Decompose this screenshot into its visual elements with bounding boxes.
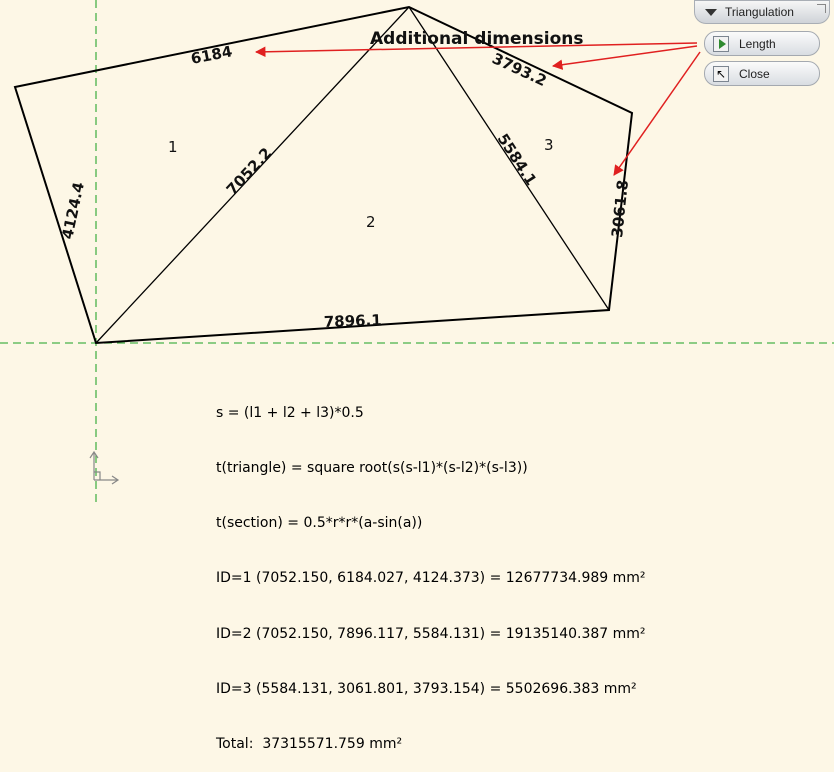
dimension-label: 6184 xyxy=(189,42,233,68)
dimension-label: 3061.8 xyxy=(608,179,632,238)
triangle-id-label: 2 xyxy=(366,213,376,231)
info-line: ID=1 (7052.150, 6184.027, 4124.373) = 12… xyxy=(216,570,646,587)
dimension-label: 7052.2 xyxy=(223,144,276,199)
info-line: s = (l1 + l2 + l3)*0.5 xyxy=(216,404,364,421)
dimension-label: 5584.1 xyxy=(494,130,541,188)
diagonal-1-4[interactable] xyxy=(408,6,610,311)
arrow xyxy=(551,45,698,70)
diagonal-1-3[interactable] xyxy=(95,6,410,344)
close-button-label: Close xyxy=(739,66,770,81)
drawing-canvas[interactable]: 6184 3793.2 7052.2 5584.1 4124.4 3061.8 … xyxy=(0,0,834,506)
panel-title: Triangulation xyxy=(725,5,794,19)
arrow xyxy=(613,51,701,176)
dimension-label: 7896.1 xyxy=(324,311,382,331)
pointer-icon: ↖ xyxy=(713,65,729,82)
triangle-id-label: 3 xyxy=(544,136,554,154)
info-line: t(triangle) = square root(s(s-l1)*(s-l2)… xyxy=(216,460,528,477)
arrow xyxy=(254,42,698,58)
annotation-text: Additional dimensions xyxy=(370,29,583,49)
length-button[interactable]: Length xyxy=(704,31,820,56)
info-line: t(section) = 0.5*r*r*(a-sin(a)) xyxy=(216,515,423,532)
area-calculation-info: s = (l1 + l2 + l3)*0.5 t(triangle) = squ… xyxy=(216,367,646,772)
ucs-axis-icon xyxy=(89,450,120,485)
info-line: ID=2 (7052.150, 7896.117, 5584.131) = 19… xyxy=(216,625,646,642)
close-button[interactable]: ↖ Close xyxy=(704,61,820,86)
length-button-label: Length xyxy=(739,36,776,51)
resize-grip-icon[interactable] xyxy=(817,4,826,13)
play-icon xyxy=(713,35,729,52)
dimension-label: 3793.2 xyxy=(489,49,549,90)
triangle-id-label: 1 xyxy=(168,138,178,156)
dimension-label: 4124.4 xyxy=(58,180,88,240)
info-line: ID=3 (5584.131, 3061.801, 3793.154) = 55… xyxy=(216,680,637,697)
collapse-arrow-icon[interactable] xyxy=(705,8,717,16)
section-outline[interactable] xyxy=(13,5,634,345)
triangulation-panel-header[interactable]: Triangulation xyxy=(694,0,830,24)
info-line: Total: 37315571.759 mm² xyxy=(216,736,403,753)
